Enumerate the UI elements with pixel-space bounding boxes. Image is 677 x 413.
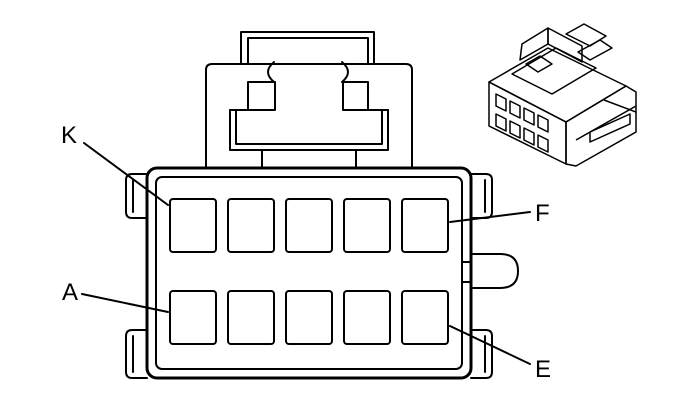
terminal-cavity [285, 290, 333, 345]
connector-housing [145, 166, 473, 380]
leader-line-e [449, 325, 531, 365]
terminal-cavity [401, 198, 449, 253]
right-lower-tab [470, 329, 493, 379]
right-upper-tab [470, 173, 493, 219]
left-upper-tab [125, 173, 148, 219]
terminal-cavity [227, 198, 275, 253]
left-lower-tab [125, 329, 148, 379]
terminal-cavity [227, 290, 275, 345]
connector-face-view: K F A E [61, 31, 551, 383]
callout-a: A [62, 279, 78, 306]
terminal-cavity [401, 290, 449, 345]
locking-latch [205, 31, 413, 169]
callout-k: K [61, 122, 77, 149]
terminal-cavity [169, 198, 217, 253]
leader-line-a [81, 293, 169, 313]
terminal-cavity [285, 198, 333, 253]
terminal-cavity [343, 198, 391, 253]
connector-isometric-view [488, 23, 637, 167]
leader-line-k [83, 142, 169, 206]
terminal-cavity [169, 290, 217, 345]
terminal-cavity [343, 290, 391, 345]
callout-f: F [535, 200, 550, 227]
leader-line-f [449, 211, 531, 223]
terminal-row-bottom [169, 290, 449, 345]
callout-e: E [535, 356, 551, 383]
keying-bump [470, 253, 519, 289]
terminal-row-top [169, 198, 449, 253]
